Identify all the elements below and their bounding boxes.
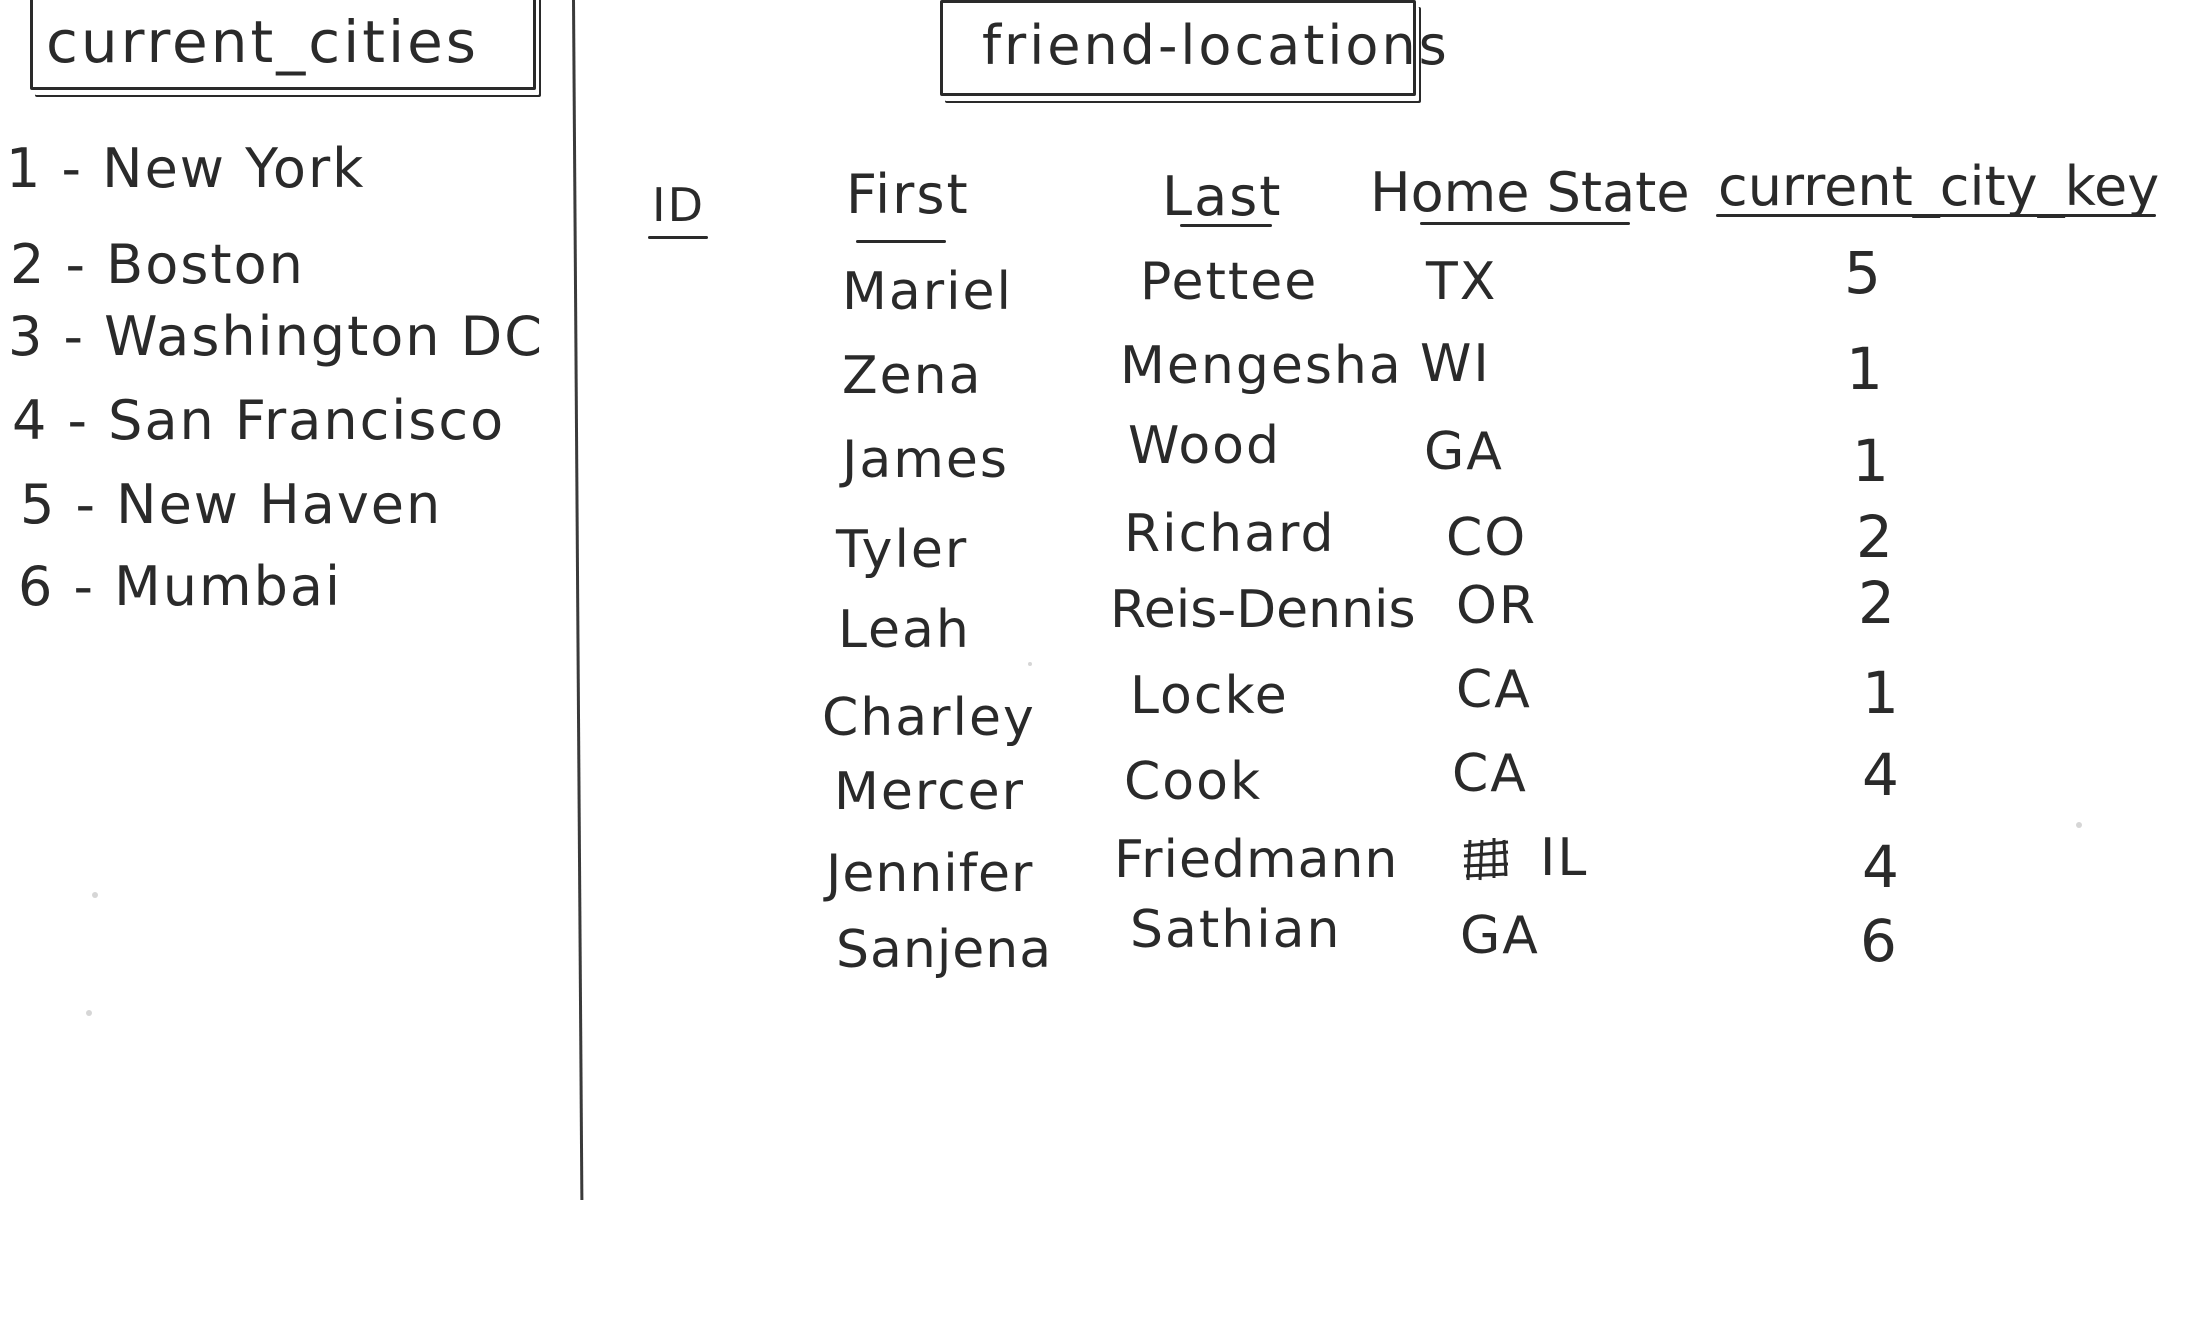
cell-state: IL (1540, 828, 1589, 888)
cell-key: 2 (1856, 503, 1895, 571)
header-home-state: Home State (1370, 161, 1690, 224)
cell-key: 1 (1846, 335, 1885, 403)
cell-first: Mercer (834, 762, 1026, 822)
panel-divider (572, 0, 584, 1200)
cell-last: Pettee (1140, 252, 1319, 312)
cell-key: 1 (1862, 659, 1901, 727)
cell-last: Wood (1128, 416, 1282, 476)
cell-first: Sanjena (836, 920, 1053, 980)
cell-state: CA (1456, 660, 1532, 720)
cell-last: Mengesha (1120, 336, 1403, 396)
cell-last: Cook (1124, 752, 1263, 812)
cell-first: Zena (842, 346, 983, 406)
city-item: 6 - Mumbai (18, 555, 342, 618)
cell-state: CO (1446, 508, 1528, 568)
cell-last: Reis-Dennis (1110, 580, 1416, 640)
cell-first: Leah (838, 600, 971, 660)
cell-state: CA (1452, 744, 1528, 804)
header-current-city-key-underline (1716, 214, 2156, 217)
cities-title: current_cities (46, 8, 479, 76)
cell-key: 4 (1862, 741, 1901, 809)
header-first-underline (856, 240, 946, 243)
scribble-mark (1460, 836, 1512, 882)
cell-first: Mariel (842, 262, 1013, 322)
cell-state: OR (1456, 576, 1538, 636)
header-id-underline (648, 236, 708, 239)
header-first: First (846, 163, 970, 226)
cell-last: Richard (1124, 504, 1336, 564)
cell-state: TX (1426, 252, 1498, 312)
cell-key: 6 (1860, 907, 1899, 975)
header-id: ID (652, 178, 705, 232)
city-item: 4 - San Francisco (12, 389, 506, 452)
header-current-city-key: current_city_key (1718, 155, 2160, 218)
cell-state: WI (1420, 334, 1491, 394)
header-home-state-underline (1420, 222, 1630, 225)
cell-last: Locke (1130, 666, 1289, 726)
cell-key: 4 (1862, 833, 1901, 901)
city-item: 1 - New York (6, 137, 366, 200)
cell-key: 2 (1858, 569, 1897, 637)
friends-title: friend-locations (982, 14, 1450, 77)
cell-state: GA (1460, 906, 1540, 966)
cell-last: Sathian (1130, 900, 1342, 960)
city-item: 5 - New Haven (20, 473, 443, 536)
cell-first: Jennifer (826, 844, 1034, 904)
paper-speck (92, 892, 98, 898)
paper-speck (1028, 662, 1032, 666)
header-last: Last (1162, 165, 1283, 228)
cities-title-box (30, 0, 536, 90)
cell-last: Friedmann (1114, 830, 1399, 890)
cell-first: James (842, 430, 1009, 490)
cell-key: 1 (1852, 427, 1891, 495)
header-last-underline (1180, 224, 1272, 227)
cell-first: Tyler (836, 520, 969, 580)
paper-speck (86, 1010, 92, 1016)
cell-state: GA (1424, 422, 1504, 482)
city-item: 2 - Boston (10, 233, 305, 296)
friends-title-box (940, 0, 1416, 96)
cell-first: Charley (822, 688, 1036, 748)
city-item: 3 - Washington DC (8, 305, 544, 368)
cell-key: 5 (1844, 239, 1883, 307)
paper-speck (2076, 822, 2082, 828)
